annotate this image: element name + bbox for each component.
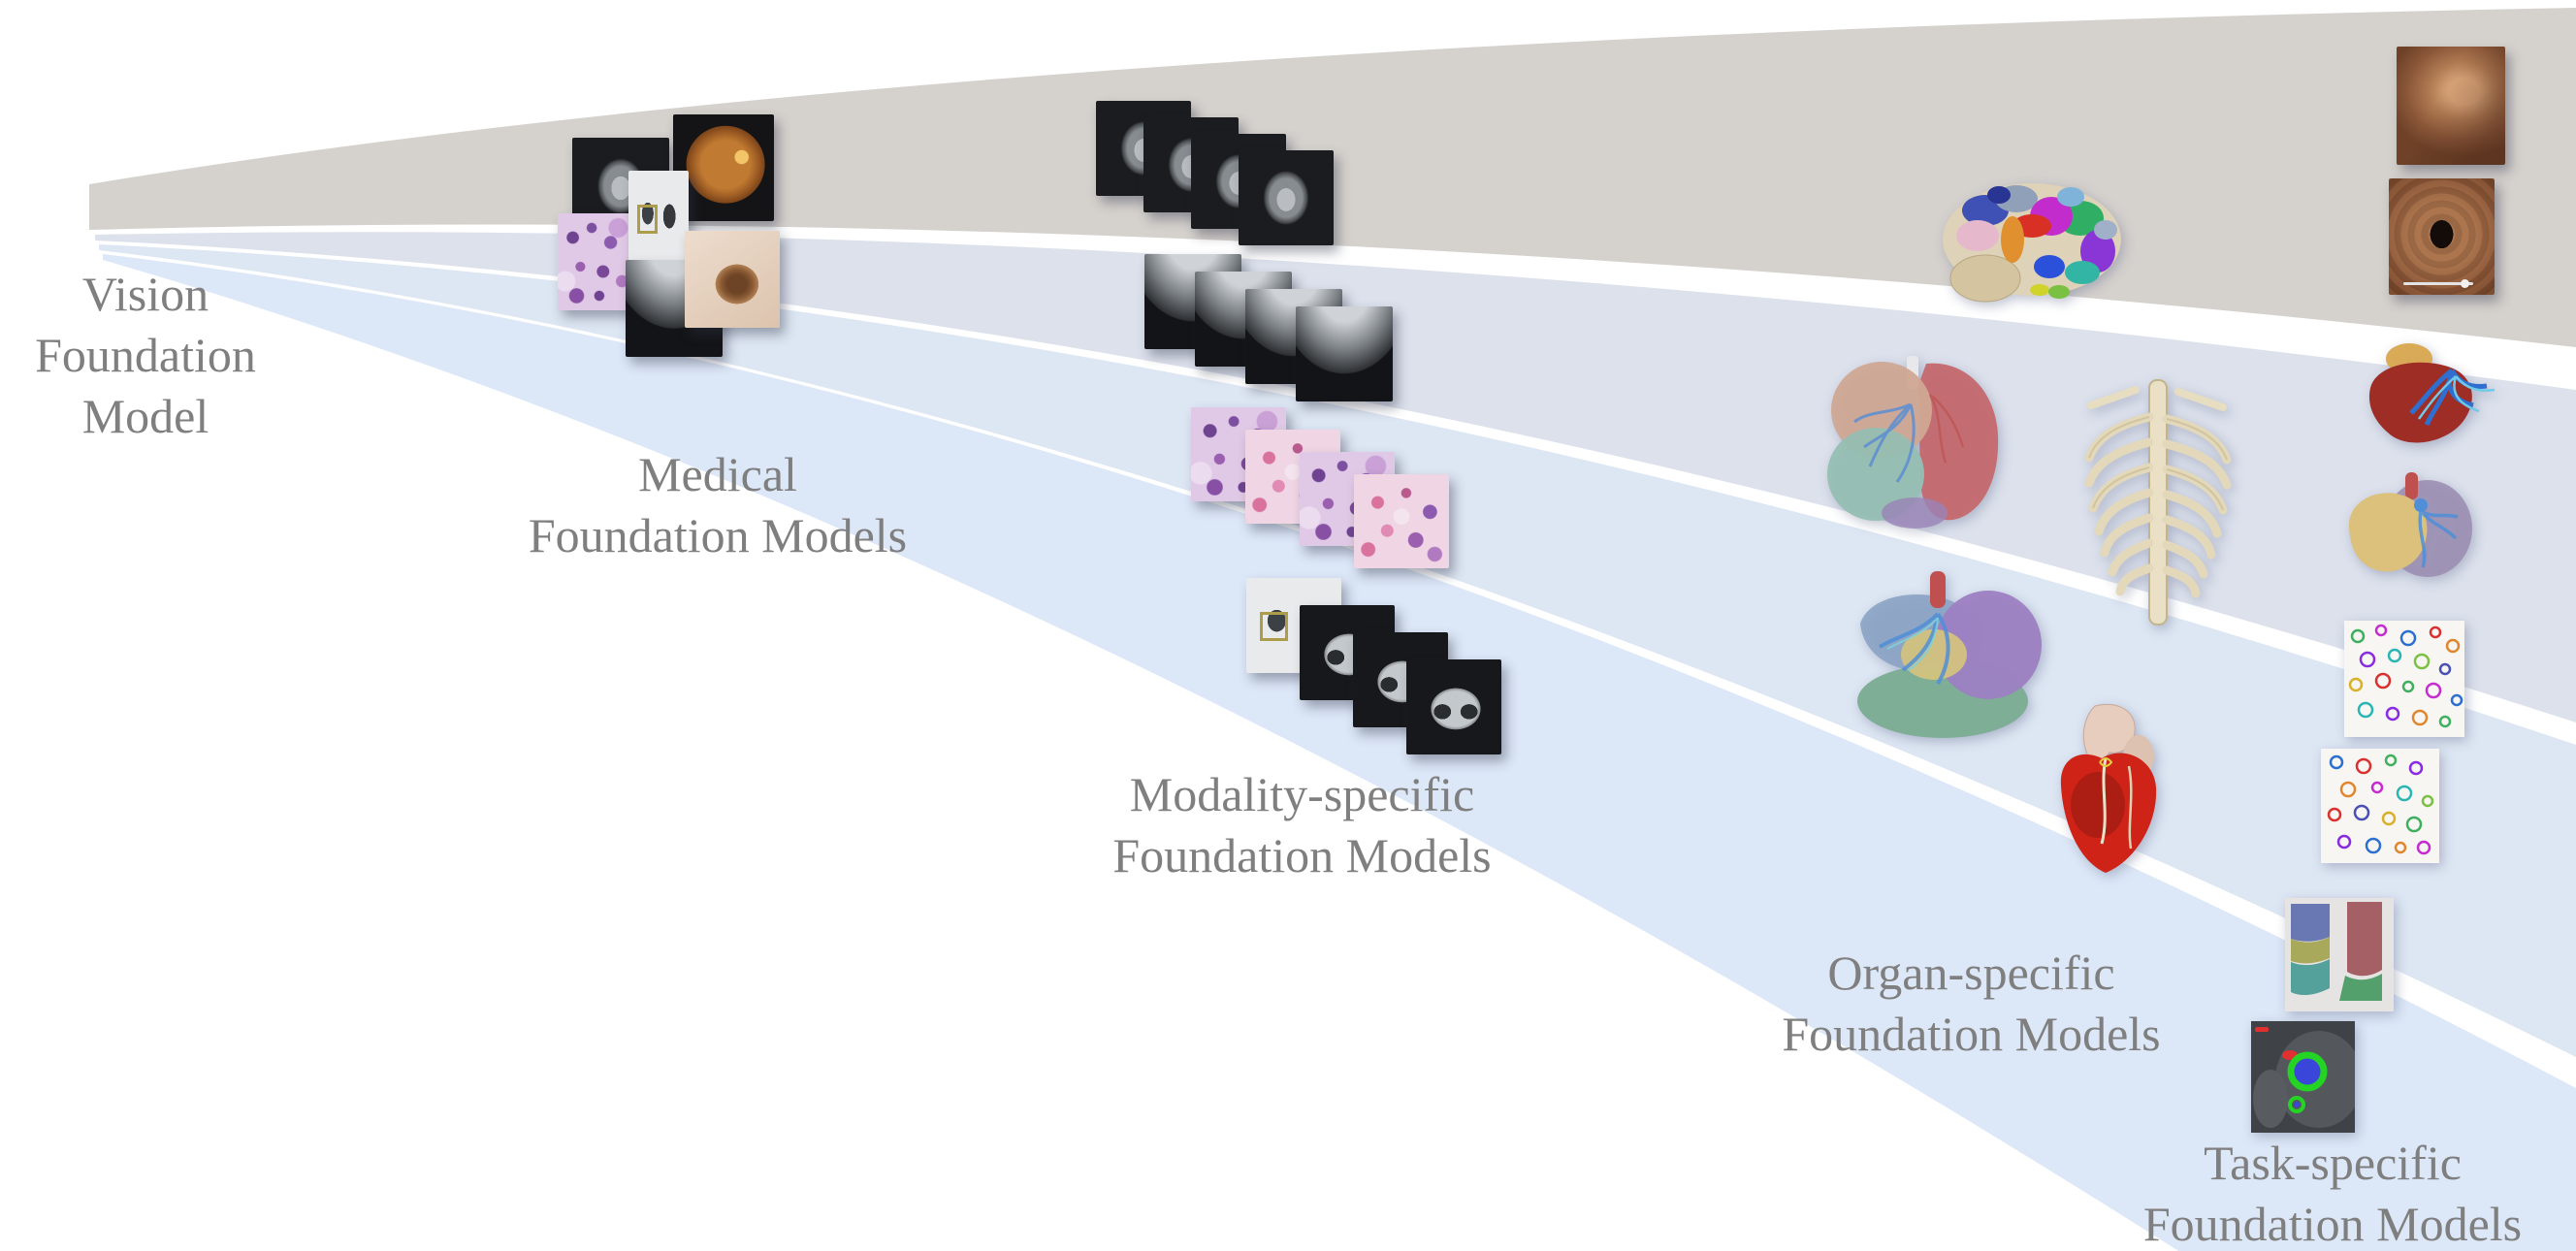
label-task-specific-foundation-models: Task-specific Foundation Models (2090, 1133, 2575, 1251)
cell-detection-1 (2344, 621, 2464, 737)
histopathology-image (558, 213, 633, 310)
dermoscopy-skin-lesion-image (685, 231, 780, 328)
lung-lobe-segmentation (2285, 898, 2394, 1011)
label-line: Vision (81, 267, 209, 321)
label-line: Foundation Models (1782, 1007, 2161, 1061)
ribbon-modality-blue (95, 232, 2576, 722)
ribbon-task-blue (103, 254, 2576, 1251)
label-line: Medical (638, 447, 797, 501)
label-line: Task-specific (2204, 1136, 2462, 1190)
lungs-3d (1827, 356, 1999, 529)
liver-vessels-3d (2368, 343, 2496, 443)
cell-detection-2 (2321, 749, 2439, 863)
tumor-segmentation-mri (2251, 1021, 2355, 1133)
label-line: Modality-specific (1129, 767, 1475, 821)
heart-coronary-3d (2060, 704, 2157, 873)
histopathology-stack-4 (1354, 474, 1449, 568)
endoscopy-frame-1 (2397, 47, 2505, 165)
rib-cage-3d (2084, 379, 2232, 626)
label-line: Model (81, 389, 209, 443)
brain-mri-stack-4 (1239, 150, 1334, 245)
label-line: Foundation Models (1112, 828, 1492, 882)
label-modality-specific-foundation-models: Modality-specific Foundation Models (1052, 764, 1552, 886)
ultrasound-stack-4 (1296, 306, 1393, 401)
ribbon-organ-blue (99, 244, 2576, 1057)
chest-ct-stack-4 (1406, 659, 1501, 754)
abdominal-organs-3d (1857, 571, 2042, 738)
retina-fundus-image (673, 114, 774, 221)
brain-parcellation-3d (1943, 183, 2121, 303)
label-line: Foundation Models (528, 508, 908, 562)
label-organ-specific-foundation-models: Organ-specific Foundation Models (1731, 943, 2211, 1065)
chest-ct-image (628, 171, 689, 266)
endoscopy-frame-2 (2389, 178, 2495, 295)
label-medical-foundation-models: Medical Foundation Models (480, 444, 955, 566)
label-line: Foundation Models (2142, 1197, 2523, 1251)
label-line: Organ-specific (1827, 946, 2115, 1000)
liver-tumor-3d (2348, 472, 2472, 577)
label-line: Foundation (35, 328, 256, 382)
label-vision-foundation-model: Vision Foundation Model (15, 264, 276, 447)
